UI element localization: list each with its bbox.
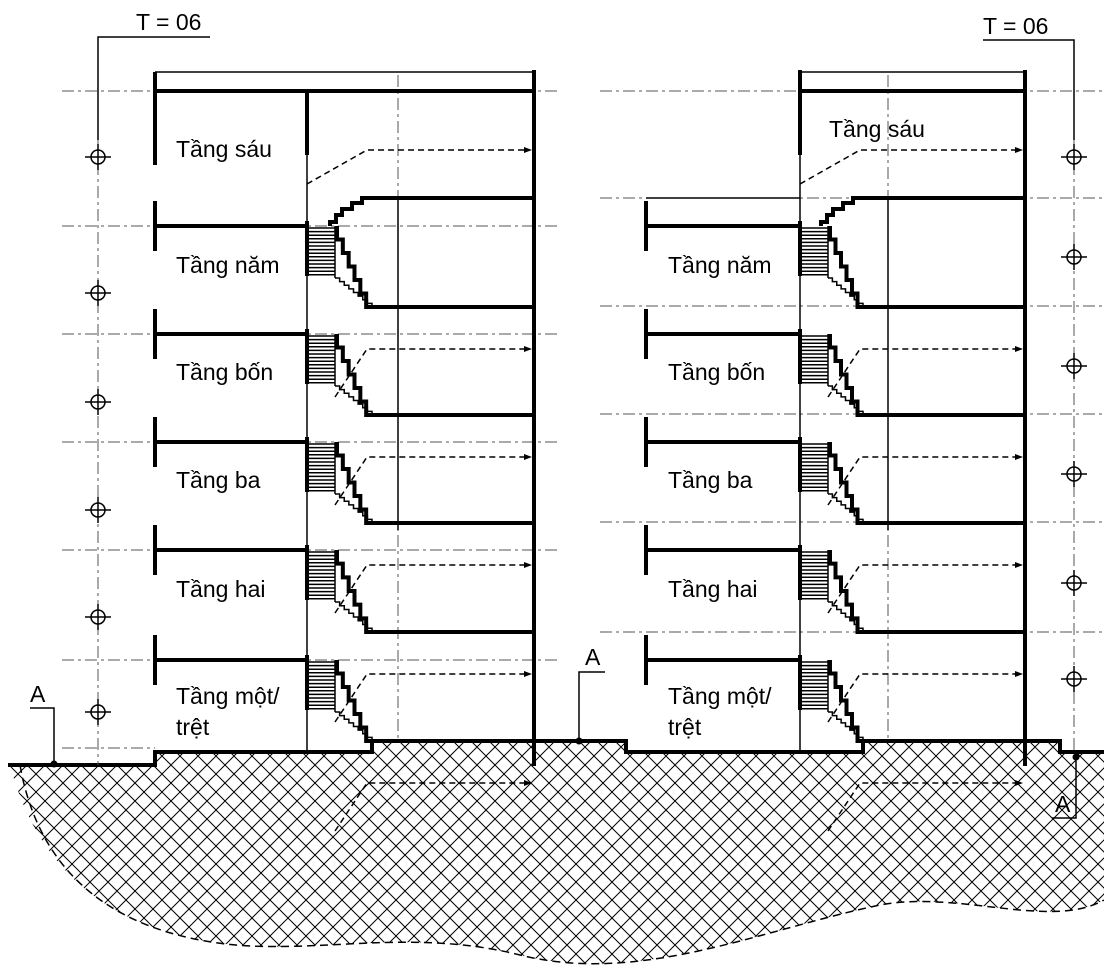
right-building bbox=[644, 70, 1027, 832]
floor-label: Tầng năm bbox=[668, 252, 772, 278]
level-marker-icon bbox=[85, 604, 111, 630]
level-marker-icon bbox=[1061, 244, 1087, 270]
direction-line bbox=[334, 456, 524, 506]
floor-label: Tầng ba bbox=[176, 467, 261, 493]
level-marker-icon bbox=[85, 144, 111, 170]
level-marker-icon bbox=[85, 389, 111, 415]
floor-label: Tầng một/ bbox=[668, 683, 772, 709]
level-marker-icon bbox=[1061, 353, 1087, 379]
direction-arrow bbox=[524, 346, 532, 352]
height-marker-left: T = 06 bbox=[97, 9, 210, 140]
level-marker-icon bbox=[85, 699, 111, 725]
ground-marker-left: A bbox=[30, 681, 58, 768]
ground-marker-label: A bbox=[585, 644, 601, 670]
floor-label: Tầng hai bbox=[668, 576, 758, 602]
stair-flight-up bbox=[335, 660, 372, 743]
stair-flight-up bbox=[828, 660, 863, 743]
stair-flight-up bbox=[828, 550, 863, 634]
direction-line bbox=[334, 782, 524, 832]
level-marker-icon bbox=[1061, 461, 1087, 487]
stair-flight-up bbox=[828, 226, 863, 309]
floor-label: Tầng sáu bbox=[829, 116, 925, 142]
direction-line bbox=[334, 348, 524, 398]
level-marker-icon bbox=[85, 497, 111, 523]
floor-label: Tầng năm bbox=[176, 252, 280, 278]
level-marker-icon bbox=[85, 280, 111, 306]
floor-label: Tầng sáu bbox=[176, 136, 272, 162]
left-building bbox=[153, 70, 536, 832]
stair-flight-up bbox=[828, 442, 863, 525]
left-floor-labels: Tầng sáu Tầng năm Tầng bốn Tầng ba Tầng … bbox=[176, 136, 280, 740]
direction-arrow bbox=[524, 671, 532, 677]
stair-flight-up bbox=[828, 334, 863, 417]
ground-line bbox=[8, 739, 1104, 767]
level-marker-icon bbox=[1061, 144, 1087, 170]
stair-flight-up bbox=[335, 550, 372, 634]
floor-label: Tầng hai bbox=[176, 576, 266, 602]
soil-area bbox=[10, 741, 1104, 965]
level-marker-icon bbox=[1061, 570, 1087, 596]
direction-arrow bbox=[1015, 346, 1023, 352]
direction-line bbox=[334, 564, 524, 614]
stair-flight-up bbox=[335, 226, 372, 309]
direction-line bbox=[827, 456, 1015, 506]
floor-label: Tầng bốn bbox=[668, 359, 765, 385]
floor-label-line2: trệt bbox=[668, 714, 702, 740]
level-marker-icon bbox=[1061, 666, 1087, 692]
level-markers bbox=[85, 144, 1087, 725]
floor-label: Tầng ba bbox=[668, 467, 753, 493]
height-marker-label: T = 06 bbox=[136, 9, 201, 35]
height-marker-label: T = 06 bbox=[983, 13, 1048, 39]
floor-label: Tầng bốn bbox=[176, 359, 273, 385]
direction-arrow bbox=[1015, 780, 1023, 786]
direction-arrow bbox=[524, 562, 532, 568]
stair-flight-up bbox=[335, 442, 372, 525]
direction-line bbox=[827, 782, 1015, 832]
floor-label-line2: trệt bbox=[176, 714, 210, 740]
direction-line bbox=[827, 673, 1015, 723]
height-marker-right: T = 06 bbox=[983, 13, 1075, 140]
ground-marker-label: A bbox=[30, 681, 46, 707]
floor-label: Tầng một/ bbox=[176, 683, 280, 709]
direction-line bbox=[306, 149, 524, 185]
direction-arrow bbox=[524, 454, 532, 460]
direction-line bbox=[827, 564, 1015, 614]
direction-line bbox=[799, 149, 1015, 185]
direction-line bbox=[334, 673, 524, 723]
direction-line bbox=[827, 348, 1015, 398]
stair-flight-up bbox=[335, 334, 372, 417]
direction-arrow bbox=[1015, 562, 1023, 568]
direction-arrow bbox=[1015, 454, 1023, 460]
direction-arrow bbox=[1015, 671, 1023, 677]
stair-flight-up bbox=[328, 196, 372, 226]
direction-arrow bbox=[524, 780, 532, 786]
ground-marker-middle: A bbox=[575, 644, 605, 745]
stair-flight-up bbox=[819, 196, 863, 226]
ground-marker-label: A bbox=[1055, 791, 1071, 817]
right-floor-labels: Tầng sáu Tầng năm Tầng bốn Tầng ba Tầng … bbox=[668, 116, 925, 740]
ground-marker-right: A bbox=[1052, 753, 1080, 819]
